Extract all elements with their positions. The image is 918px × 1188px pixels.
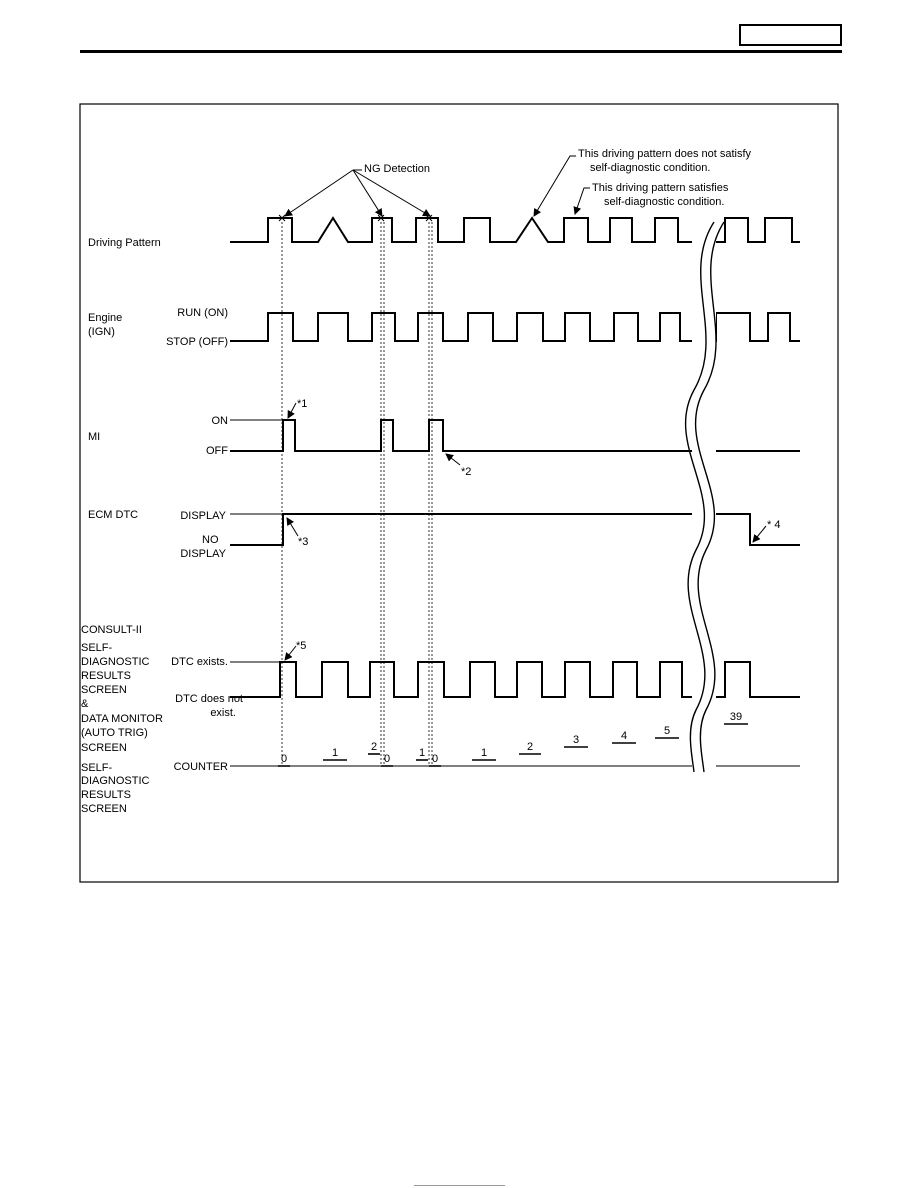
time-break-left	[684, 221, 715, 773]
ng-arrow-2	[352, 169, 383, 217]
ng-detection-marks	[278, 214, 433, 222]
counter-label: COUNTER	[174, 761, 228, 773]
note3-arrow	[286, 517, 299, 537]
note1-label: *1	[297, 398, 307, 410]
counter-value: 0	[281, 753, 287, 765]
ecm-dtc-waveform	[230, 513, 700, 546]
mi-waveform	[230, 419, 800, 452]
consult-line: SCREEN	[81, 803, 127, 815]
ng-arrow-3	[352, 169, 431, 217]
driving-pattern-waveform-end	[712, 217, 800, 243]
consult-waveform-end	[712, 661, 800, 698]
header-code-box	[739, 24, 842, 46]
satisfies-arrow	[573, 187, 590, 215]
consult-line: SCREEN	[81, 742, 127, 754]
consult-line: SCREEN	[81, 684, 127, 696]
note5-arrow	[284, 645, 297, 661]
satisfies-line2: self-diagnostic condition.	[604, 196, 724, 208]
driving-pattern-waveform	[230, 216, 700, 243]
counter-value: 1	[481, 747, 487, 759]
ecm-no-display-line1: NO	[202, 534, 219, 546]
dtc-not-exist-line1: DTC does not	[175, 693, 243, 705]
dtc-exists-label: DTC exists.	[171, 656, 228, 668]
consult-line: CONSULT-II	[81, 624, 142, 636]
footer-rule	[414, 1185, 505, 1186]
counter-value: 4	[621, 730, 627, 742]
ng-alignment-lines	[281, 222, 433, 766]
consult-line: &	[81, 698, 89, 710]
ecm-dtc-waveform-end	[712, 513, 800, 546]
counter-value: 1	[419, 747, 425, 759]
engine-label-line1: Engine	[88, 312, 122, 324]
ecm-no-display-line2: DISPLAY	[180, 548, 226, 560]
consult-line: (AUTO TRIG)	[81, 727, 148, 739]
consult-line: DIAGNOSTIC	[81, 775, 150, 787]
mi-label: MI	[88, 431, 100, 443]
driving-pattern-label: Driving Pattern	[88, 237, 161, 249]
not-satisfy-line2: self-diagnostic condition.	[590, 162, 710, 174]
satisfies-line1: This driving pattern satisfies	[592, 182, 729, 194]
consult-label-block: CONSULT-II SELF- DIAGNOSTIC RESULTS SCRE…	[81, 624, 163, 815]
ng-arrow-1	[284, 169, 354, 217]
ng-detection-label: NG Detection	[364, 163, 430, 175]
counter-value: 3	[573, 734, 579, 746]
not-satisfy-line1: This driving pattern does not satisfy	[578, 148, 752, 160]
note1-arrow	[287, 402, 297, 419]
counter-value: 2	[371, 741, 377, 753]
consult-line: SELF-	[81, 762, 113, 774]
consult-waveform	[230, 661, 700, 698]
note2-label: *2	[461, 466, 471, 478]
note4-label: * 4	[767, 519, 780, 531]
ecm-display-label: DISPLAY	[180, 510, 226, 522]
consult-line: SELF-	[81, 642, 113, 654]
counter-value: 0	[384, 753, 390, 765]
consult-line: RESULTS	[81, 670, 131, 682]
consult-line: DIAGNOSTIC	[81, 656, 150, 668]
engine-waveform-end	[712, 312, 800, 342]
note4-arrow	[752, 525, 767, 543]
header-rule	[80, 50, 842, 53]
engine-run-label: RUN (ON)	[177, 307, 228, 319]
counter-value: 39	[730, 711, 742, 723]
ecm-dtc-label: ECM DTC	[88, 509, 138, 521]
note5-label: *5	[296, 640, 306, 652]
note2-arrow	[445, 453, 461, 466]
counter-value: 0	[432, 753, 438, 765]
mi-on-label: ON	[212, 415, 229, 427]
consult-line: DATA MONITOR	[81, 713, 163, 725]
diagram-frame	[79, 103, 839, 883]
dtc-not-exist-line2: exist.	[210, 707, 236, 719]
not-satisfy-arrow	[533, 155, 576, 217]
engine-label-line2: (IGN)	[88, 326, 115, 338]
consult-line: RESULTS	[81, 789, 131, 801]
note3-label: *3	[298, 536, 308, 548]
counter-value: 2	[527, 741, 533, 753]
mi-off-label: OFF	[206, 445, 228, 457]
counter-value: 5	[664, 725, 670, 737]
engine-waveform	[230, 312, 700, 342]
counter-value: 1	[332, 747, 338, 759]
engine-stop-label: STOP (OFF)	[166, 336, 228, 348]
time-break-right	[694, 221, 725, 773]
